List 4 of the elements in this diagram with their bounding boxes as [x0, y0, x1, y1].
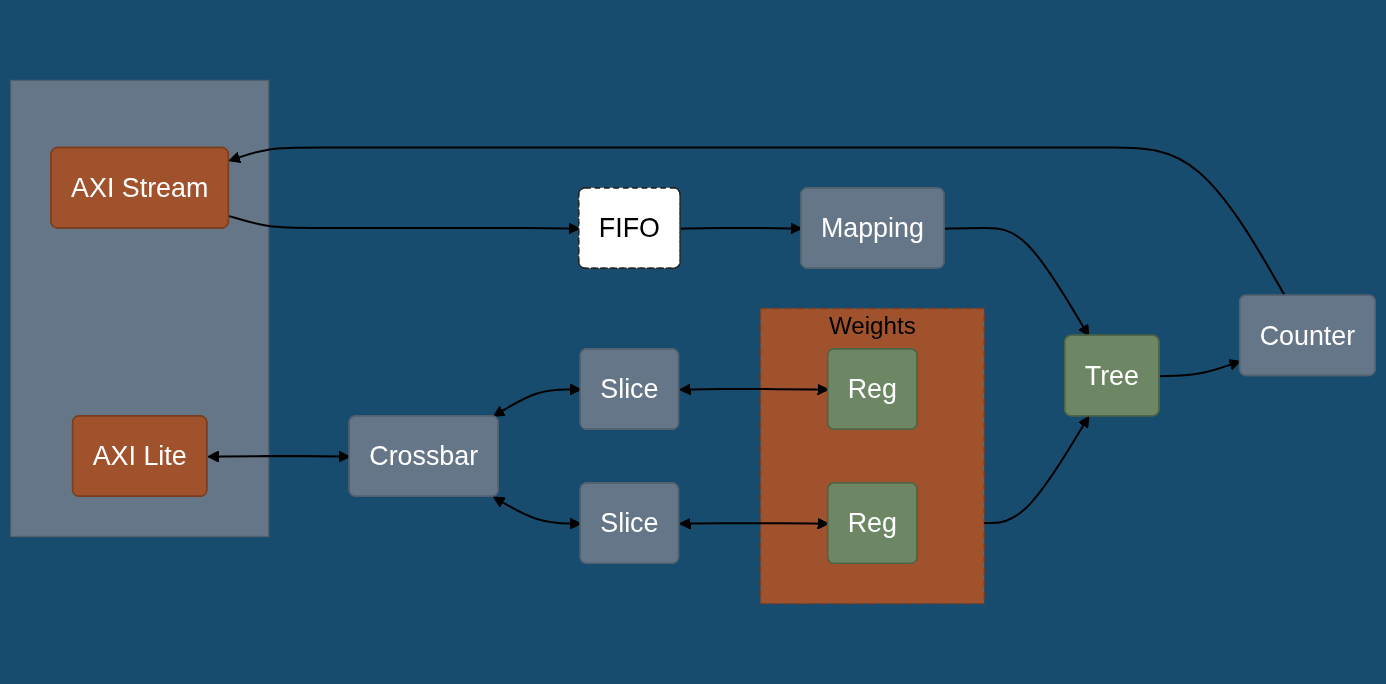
arrow	[228, 146, 1286, 297]
arrow	[984, 415, 1090, 525]
arrow	[944, 227, 1090, 337]
cluster	[10, 79, 270, 538]
